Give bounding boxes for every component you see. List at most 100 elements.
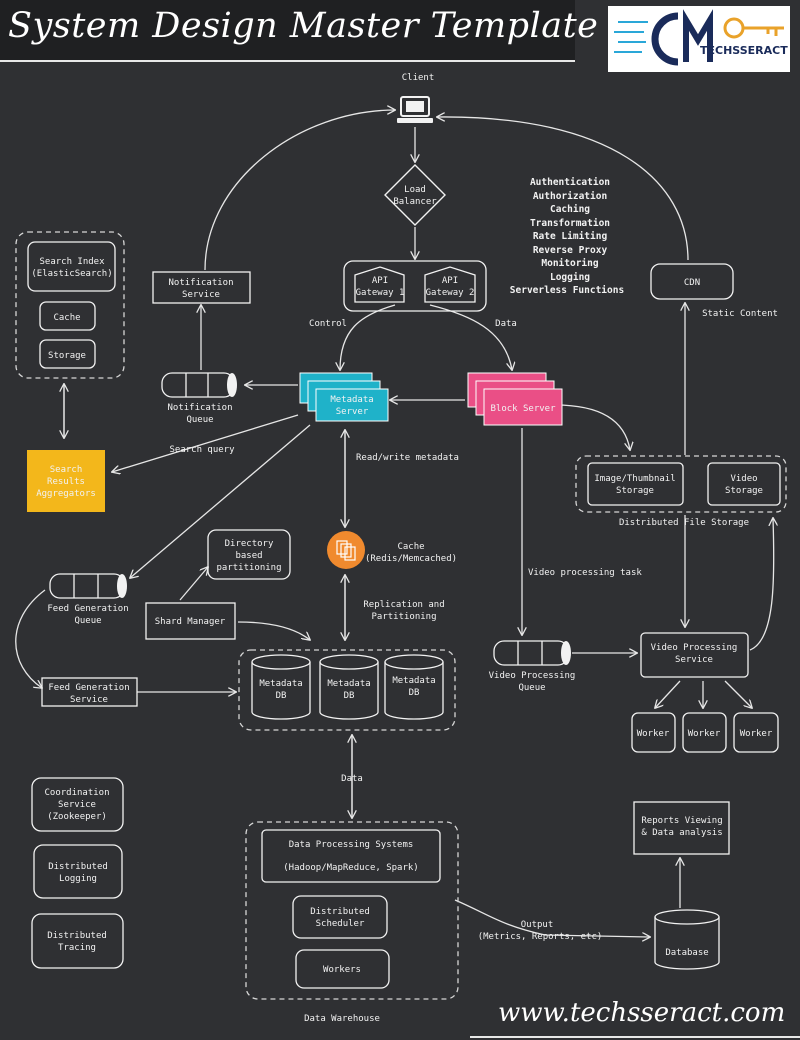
data-warehouse: Data Processing Systems (Hadoop/MapReduc… — [245, 821, 459, 1024]
computer-icon — [397, 96, 433, 123]
arrow-data-to-block — [429, 304, 512, 370]
search-cache-label: Cache — [53, 313, 80, 323]
video-queue-line-1: Video Processing — [489, 671, 576, 681]
reports-line-1: Reports Viewing — [641, 816, 722, 826]
aggregators-line-1: Search — [50, 465, 83, 475]
title-bar: System Design Master Template — [0, 0, 598, 62]
worker-3-label: Worker — [740, 729, 773, 739]
feed-service-line-2: Service — [70, 695, 108, 705]
aggregators-line-3: Aggregators — [36, 489, 96, 499]
api-gateways: API Gateway 1 API Gateway 2 — [343, 260, 487, 312]
client: Client — [397, 73, 434, 123]
cache-redis: Cache (Redis/Memcached) — [327, 531, 457, 569]
file-storage-label: Distributed File Storage — [619, 518, 749, 528]
notification-service-line-1: Notification — [168, 278, 233, 288]
scheduler-line-2: Scheduler — [316, 919, 365, 929]
logging-line-1: Distributed — [48, 862, 108, 872]
distributed-tracing: Distributed Tracing — [31, 913, 124, 969]
db1-line-1: Metadata — [259, 679, 302, 689]
gateway-1-line-1: API — [372, 276, 388, 286]
metadata-db-1: Metadata DB — [251, 654, 311, 720]
arrow-output-to-database — [454, 899, 650, 937]
reports-viewing: Reports Viewing & Data analysis — [633, 801, 730, 855]
video-service-line-2: Service — [675, 655, 713, 665]
lb-line-2: Balancer — [393, 197, 437, 207]
reports-line-2: & Data analysis — [641, 828, 722, 838]
logo-text: TECHSSERACT — [700, 44, 788, 57]
directory-line-1: Directory — [225, 539, 274, 549]
logo: TECHSSERACT — [608, 6, 790, 72]
notification-queue-line-1: Notification — [167, 403, 232, 413]
footer-url[interactable]: www.techsseract.com — [498, 998, 786, 1028]
page-title: System Design Master Template — [8, 6, 599, 46]
arrow-metadata-to-feed-queue — [130, 424, 311, 578]
db2-line-2: DB — [344, 691, 355, 701]
image-storage-line-2: Storage — [616, 486, 654, 496]
video-service-line-1: Video Processing — [651, 643, 738, 653]
arrow-block-to-storage — [554, 404, 630, 450]
search-group: Search Index (ElasticSearch) Cache Stora… — [15, 231, 125, 379]
directory-line-3: partitioning — [216, 563, 281, 573]
arrow-notification-to-client — [204, 110, 395, 271]
directory-partitioning: Directory based partitioning — [207, 529, 291, 580]
video-storage-line-2: Storage — [725, 486, 763, 496]
logo-graphic-icon — [614, 9, 784, 66]
worker-2-label: Worker — [688, 729, 721, 739]
replication-line-1: Replication and — [363, 600, 444, 610]
dps-line-2: (Hadoop/MapReduce, Spark) — [283, 863, 418, 873]
arrow-control-to-metadata — [340, 304, 396, 370]
api-gateway-1 — [354, 266, 405, 303]
metadata-server-line-2: Server — [336, 407, 369, 417]
data-warehouse-label: Data Warehouse — [304, 1014, 380, 1024]
gateway-1-line-2: Gateway 1 — [356, 288, 405, 298]
metadata-server: Metadata Server — [299, 372, 389, 422]
footer-rule — [470, 1036, 800, 1038]
arrow-feed-queue-to-service — [15, 589, 46, 688]
coordination-service: Coordination Service (Zookeeper) — [31, 777, 124, 832]
image-storage-line-1: Image/Thumbnail — [594, 474, 675, 484]
feed-service-line-1: Feed Generation — [48, 683, 129, 693]
metadata-server-line-1: Metadata — [330, 395, 373, 405]
block-server: Block Server — [467, 372, 563, 426]
arrow-shard-to-db — [237, 621, 310, 640]
video-workers: Worker Worker Worker — [631, 712, 779, 753]
cdn: CDN Static Content — [650, 263, 778, 319]
logging-line-2: Logging — [59, 874, 97, 884]
arrow-shard-to-directory — [179, 567, 208, 601]
tracing-line-1: Distributed — [47, 931, 107, 941]
db-data-label: Data — [341, 774, 363, 784]
scheduler-line-1: Distributed — [310, 907, 370, 917]
shard-manager: Shard Manager — [145, 602, 236, 640]
stack-icon — [336, 540, 356, 561]
search-index-line-2: (ElasticSearch) — [31, 269, 112, 279]
feature-item: Serverless Functions — [510, 285, 624, 296]
cache-label-line-2: (Redis/Memcached) — [365, 554, 457, 564]
distributed-file-storage: Image/Thumbnail Storage Video Storage Di… — [575, 455, 787, 528]
tracing-line-2: Tracing — [58, 943, 96, 953]
cache-label-line-1: Cache — [397, 542, 424, 552]
db1-line-2: DB — [276, 691, 287, 701]
coordination-line-1: Coordination — [44, 788, 109, 798]
database-label: Database — [665, 948, 708, 958]
search-storage-label: Storage — [48, 351, 86, 361]
notification-service-line-2: Service — [182, 290, 220, 300]
gateway-2-line-2: Gateway 2 — [426, 288, 475, 298]
db2-line-1: Metadata — [327, 679, 370, 689]
db3-line-2: DB — [409, 688, 420, 698]
connectors — [15, 110, 774, 937]
feature-item: Rate Limiting — [533, 231, 608, 242]
cdn-label: CDN — [684, 278, 700, 288]
search-query-label: Search query — [169, 445, 235, 455]
feed-queue-line-1: Feed Generation — [47, 604, 128, 614]
feature-item: Transformation — [530, 218, 610, 229]
worker-1-label: Worker — [637, 729, 670, 739]
shard-manager-label: Shard Manager — [155, 617, 226, 627]
read-write-label: Read/write metadata — [356, 453, 459, 463]
coordination-line-2: Service — [58, 800, 96, 810]
search-results-aggregators: Search Results Aggregators — [27, 450, 105, 512]
client-label: Client — [402, 73, 435, 83]
block-server-label: Block Server — [490, 404, 556, 414]
data-label: Data — [495, 319, 517, 329]
distributed-logging: Distributed Logging — [33, 844, 123, 899]
arrow-cdn-to-client — [437, 117, 689, 261]
